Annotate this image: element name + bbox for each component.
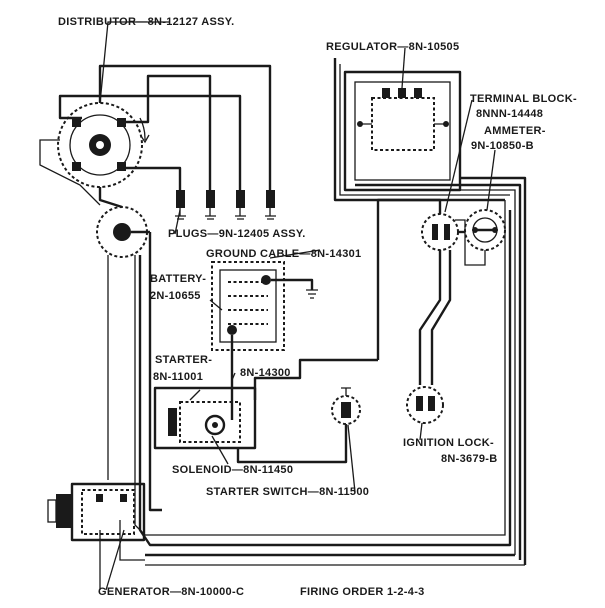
regulator xyxy=(343,70,462,192)
generator-label: GENERATOR—8N-10000-C xyxy=(98,586,245,598)
plugs-label: PLUGS—9N-12405 ASSY. xyxy=(168,228,306,240)
battery-cable-label: 8N-14300 xyxy=(240,367,291,379)
firing-order-label: FIRING ORDER 1-2-4-3 xyxy=(300,586,425,598)
regulator-label: REGULATOR—8N-10505 xyxy=(326,41,460,53)
spark-plug-1 xyxy=(175,190,186,220)
ammeter xyxy=(464,209,506,251)
spark-plugs xyxy=(175,190,276,220)
ignition-coil xyxy=(96,206,150,258)
ignition-lock-part-label: 8N-3679-B xyxy=(441,453,498,465)
ammeter-label: AMMETER- xyxy=(484,125,546,137)
starter-label: STARTER- xyxy=(155,354,213,366)
solenoid xyxy=(204,414,226,436)
ground-cable xyxy=(271,278,318,299)
spark-plug-2 xyxy=(205,190,216,220)
ignition-lock xyxy=(406,386,444,424)
terminal-block xyxy=(421,213,459,251)
spark-plug-4 xyxy=(265,190,276,220)
solenoid-label: SOLENOID—8N-11450 xyxy=(172,464,294,476)
battery-label: BATTERY- xyxy=(150,273,207,285)
terminal-block-part-label: 8NNN-14448 xyxy=(476,108,544,120)
generator xyxy=(47,482,146,542)
dash-wiring xyxy=(376,198,486,385)
battery xyxy=(211,261,285,351)
battery-part-label: 2N-10655 xyxy=(150,290,201,302)
plug-wires xyxy=(39,64,272,209)
ground-cable-label: GROUND CABLE—8N-14301 xyxy=(206,248,362,260)
starter xyxy=(153,386,257,450)
starter-part-label: 8N-11001 xyxy=(153,371,204,383)
regulator-harness xyxy=(333,58,527,565)
leader-lines xyxy=(99,21,496,591)
starter-switch xyxy=(236,387,361,464)
distributor xyxy=(57,102,150,188)
terminal-block-label: TERMINAL BLOCK- xyxy=(470,93,577,105)
spark-plug-3 xyxy=(235,190,246,220)
starter-switch-label: STARTER SWITCH—8N-11500 xyxy=(206,486,370,498)
ammeter-part-label: 9N-10850-B xyxy=(471,140,534,152)
distributor-label: DISTRIBUTOR—8N-12127 ASSY. xyxy=(58,16,235,28)
ignition-lock-label: IGNITION LOCK- xyxy=(403,437,494,449)
